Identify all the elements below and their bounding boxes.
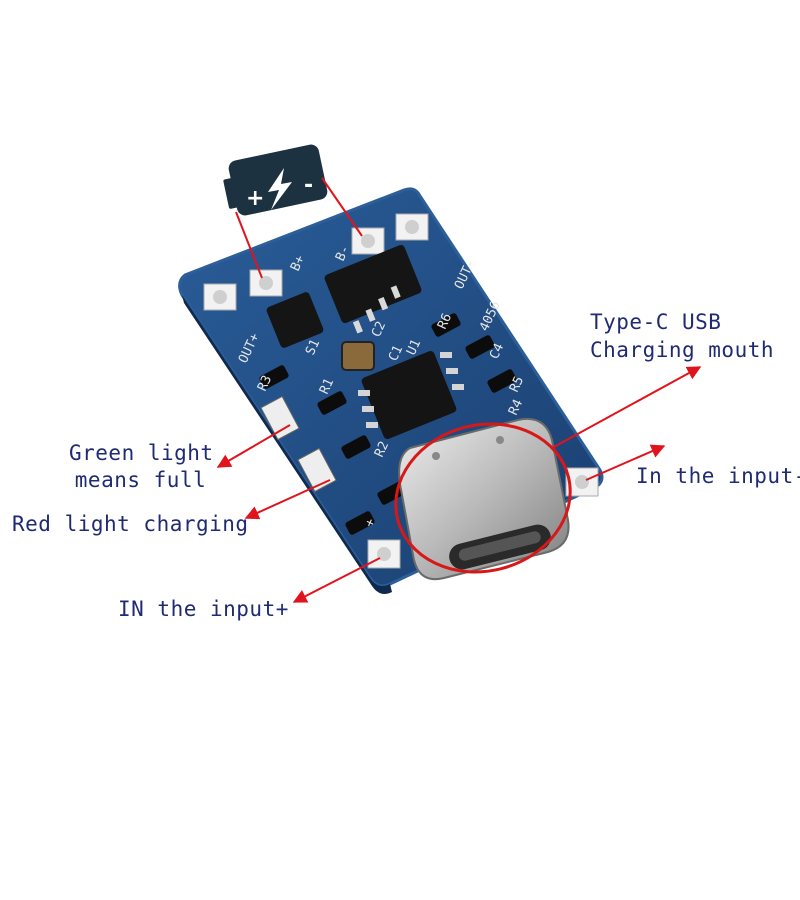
label-input-plus: IN the input+ xyxy=(118,597,289,621)
arrow-input-minus xyxy=(585,444,666,481)
silk-r4: R4 xyxy=(506,397,526,418)
solder-pad-out-minus xyxy=(395,213,429,241)
arrow-usb xyxy=(551,366,702,449)
silk-r3: R3 xyxy=(255,373,275,394)
protection-ic xyxy=(324,244,422,334)
pcb-board: B+ B- OUT+ OUT- 4056 R3 C2 R6 C4 R5 C1 U… xyxy=(178,187,604,594)
label-red-light-charging: Red light charging xyxy=(12,512,249,536)
arrow-red-light xyxy=(244,479,331,520)
arrow-green-light xyxy=(216,424,291,468)
mosfet-ic xyxy=(266,292,324,348)
silk-b-plus: B+ xyxy=(288,253,308,274)
silk-c2: C2 xyxy=(369,319,389,340)
label-charging-mouth: Charging mouth xyxy=(590,338,775,362)
solder-pad-b-minus xyxy=(351,227,385,255)
label-input-minus: In the input- xyxy=(636,464,800,488)
battery-icon: + - xyxy=(223,144,328,216)
silk-c4: C4 xyxy=(487,341,507,362)
label-means-full: means full xyxy=(74,468,207,492)
silk-r1: R1 xyxy=(317,376,337,397)
capacitor-c1 xyxy=(341,341,375,371)
green-led xyxy=(260,395,300,441)
charger-ic-u1 xyxy=(358,351,464,439)
lightning-icon xyxy=(268,168,292,210)
silk-s1: S1 xyxy=(303,337,323,358)
label-type-c-usb: Type-C USB xyxy=(590,310,722,334)
battery-minus-lead xyxy=(321,177,363,237)
silk-r6: R6 xyxy=(435,311,455,332)
usb-highlight-circle xyxy=(394,422,572,574)
battery-minus-sign: - xyxy=(304,173,313,198)
silk-r2: R2 xyxy=(372,439,392,460)
solder-pad-out-plus xyxy=(203,283,237,311)
usb-c-port-icon xyxy=(398,418,570,581)
battery-plus-lead xyxy=(235,211,263,279)
battery-plus-sign: + xyxy=(246,186,264,211)
solder-pad-b-plus xyxy=(249,269,283,297)
silk-b-minus: B- xyxy=(333,243,353,264)
arrow-input-plus xyxy=(292,557,381,603)
silk-r5: R5 xyxy=(507,374,527,395)
solder-pad-in-plus xyxy=(367,539,401,569)
label-green-light: Green light xyxy=(69,441,214,465)
silk-c1: C1 xyxy=(386,343,406,364)
silk-u1: U1 xyxy=(404,337,424,358)
